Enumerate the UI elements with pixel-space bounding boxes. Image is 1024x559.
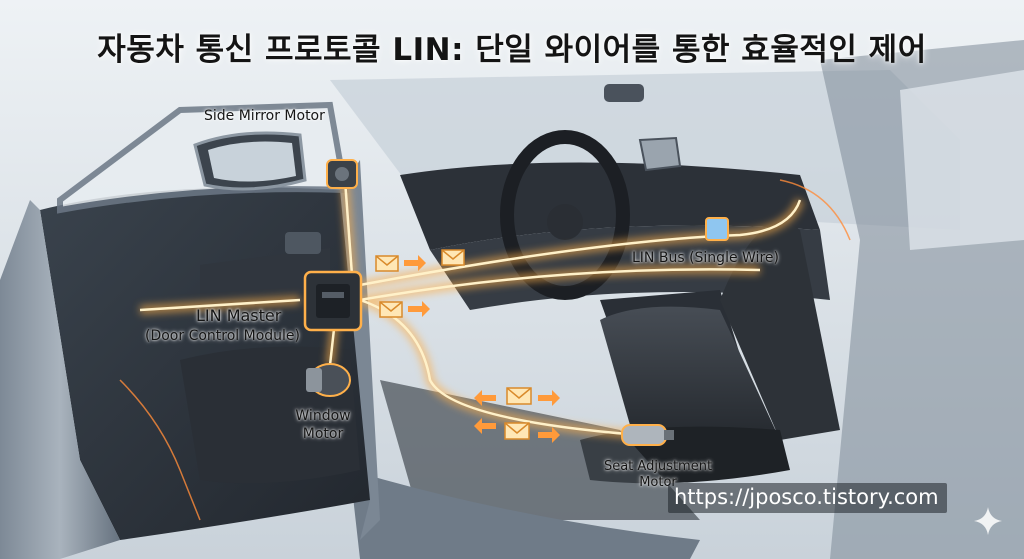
window-motor-label: Window Motor [288, 408, 358, 443]
window-motor [306, 363, 351, 397]
message-envelope-icon [506, 387, 532, 405]
side-mirror-motor [326, 159, 358, 189]
lin-master-sublabel: (Door Control Module) [145, 328, 301, 344]
sparkle-icon [974, 507, 1002, 535]
message-envelope-icon [504, 422, 530, 440]
lin-master-module [303, 270, 363, 332]
seat-motor-label: Seat Adjustment Motor [598, 459, 718, 492]
message-envelope-icon [375, 255, 399, 272]
lin-bus-node [705, 217, 729, 241]
page-title: 자동차 통신 프로토콜 LIN: 단일 와이어를 통한 효율적인 제어 [97, 32, 927, 68]
message-envelope-icon [441, 249, 465, 266]
lin-bus-wires [119, 179, 851, 521]
lin-master-label: LIN Master [196, 306, 282, 325]
window-motor-label-line2: Motor [302, 425, 344, 442]
lin-bus-label: LIN Bus (Single Wire) [632, 250, 779, 266]
side-mirror-motor-label: Side Mirror Motor [204, 108, 325, 124]
arrow-icon [404, 255, 560, 443]
watermark-url: https://jposco.tistory.com [668, 483, 947, 513]
seat-adjustment-motor [621, 424, 674, 446]
seat-motor-label-line2: Motor [639, 475, 677, 491]
seat-motor-label-line1: Seat Adjustment [603, 459, 713, 474]
window-motor-label-line1: Window [295, 408, 351, 424]
message-envelope-icon [379, 301, 403, 318]
